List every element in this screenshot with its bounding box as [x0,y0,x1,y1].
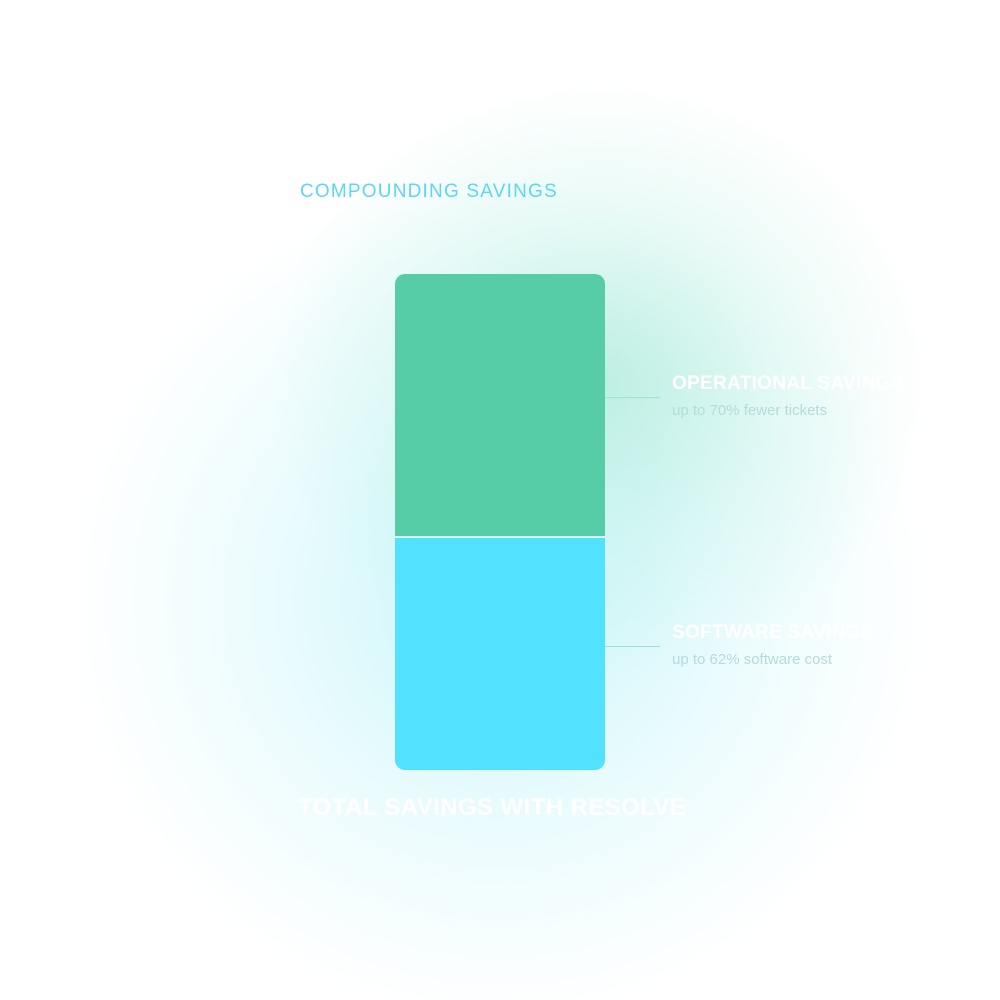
total-savings-label: TOTAL SAVINGS WITH RESOLVE [298,794,687,821]
bar-segment-operational [395,274,605,538]
segment-description-software: up to 62% software cost [672,650,833,668]
bar-segment-software [395,537,605,770]
segment-name-operational: OPERATIONAL SAVINGS [672,372,904,394]
segment-label-operational: OPERATIONAL SAVINGS up to 70% fewer tick… [672,372,904,421]
segment-label-software: SOFTWARE SAVINGS up to 62% software cost [672,621,874,670]
segment-name-software: SOFTWARE SAVINGS [672,621,874,643]
segment-description-operational: up to 70% fewer tickets [672,401,828,419]
chart-title: COMPOUNDING SAVINGS [300,181,558,202]
